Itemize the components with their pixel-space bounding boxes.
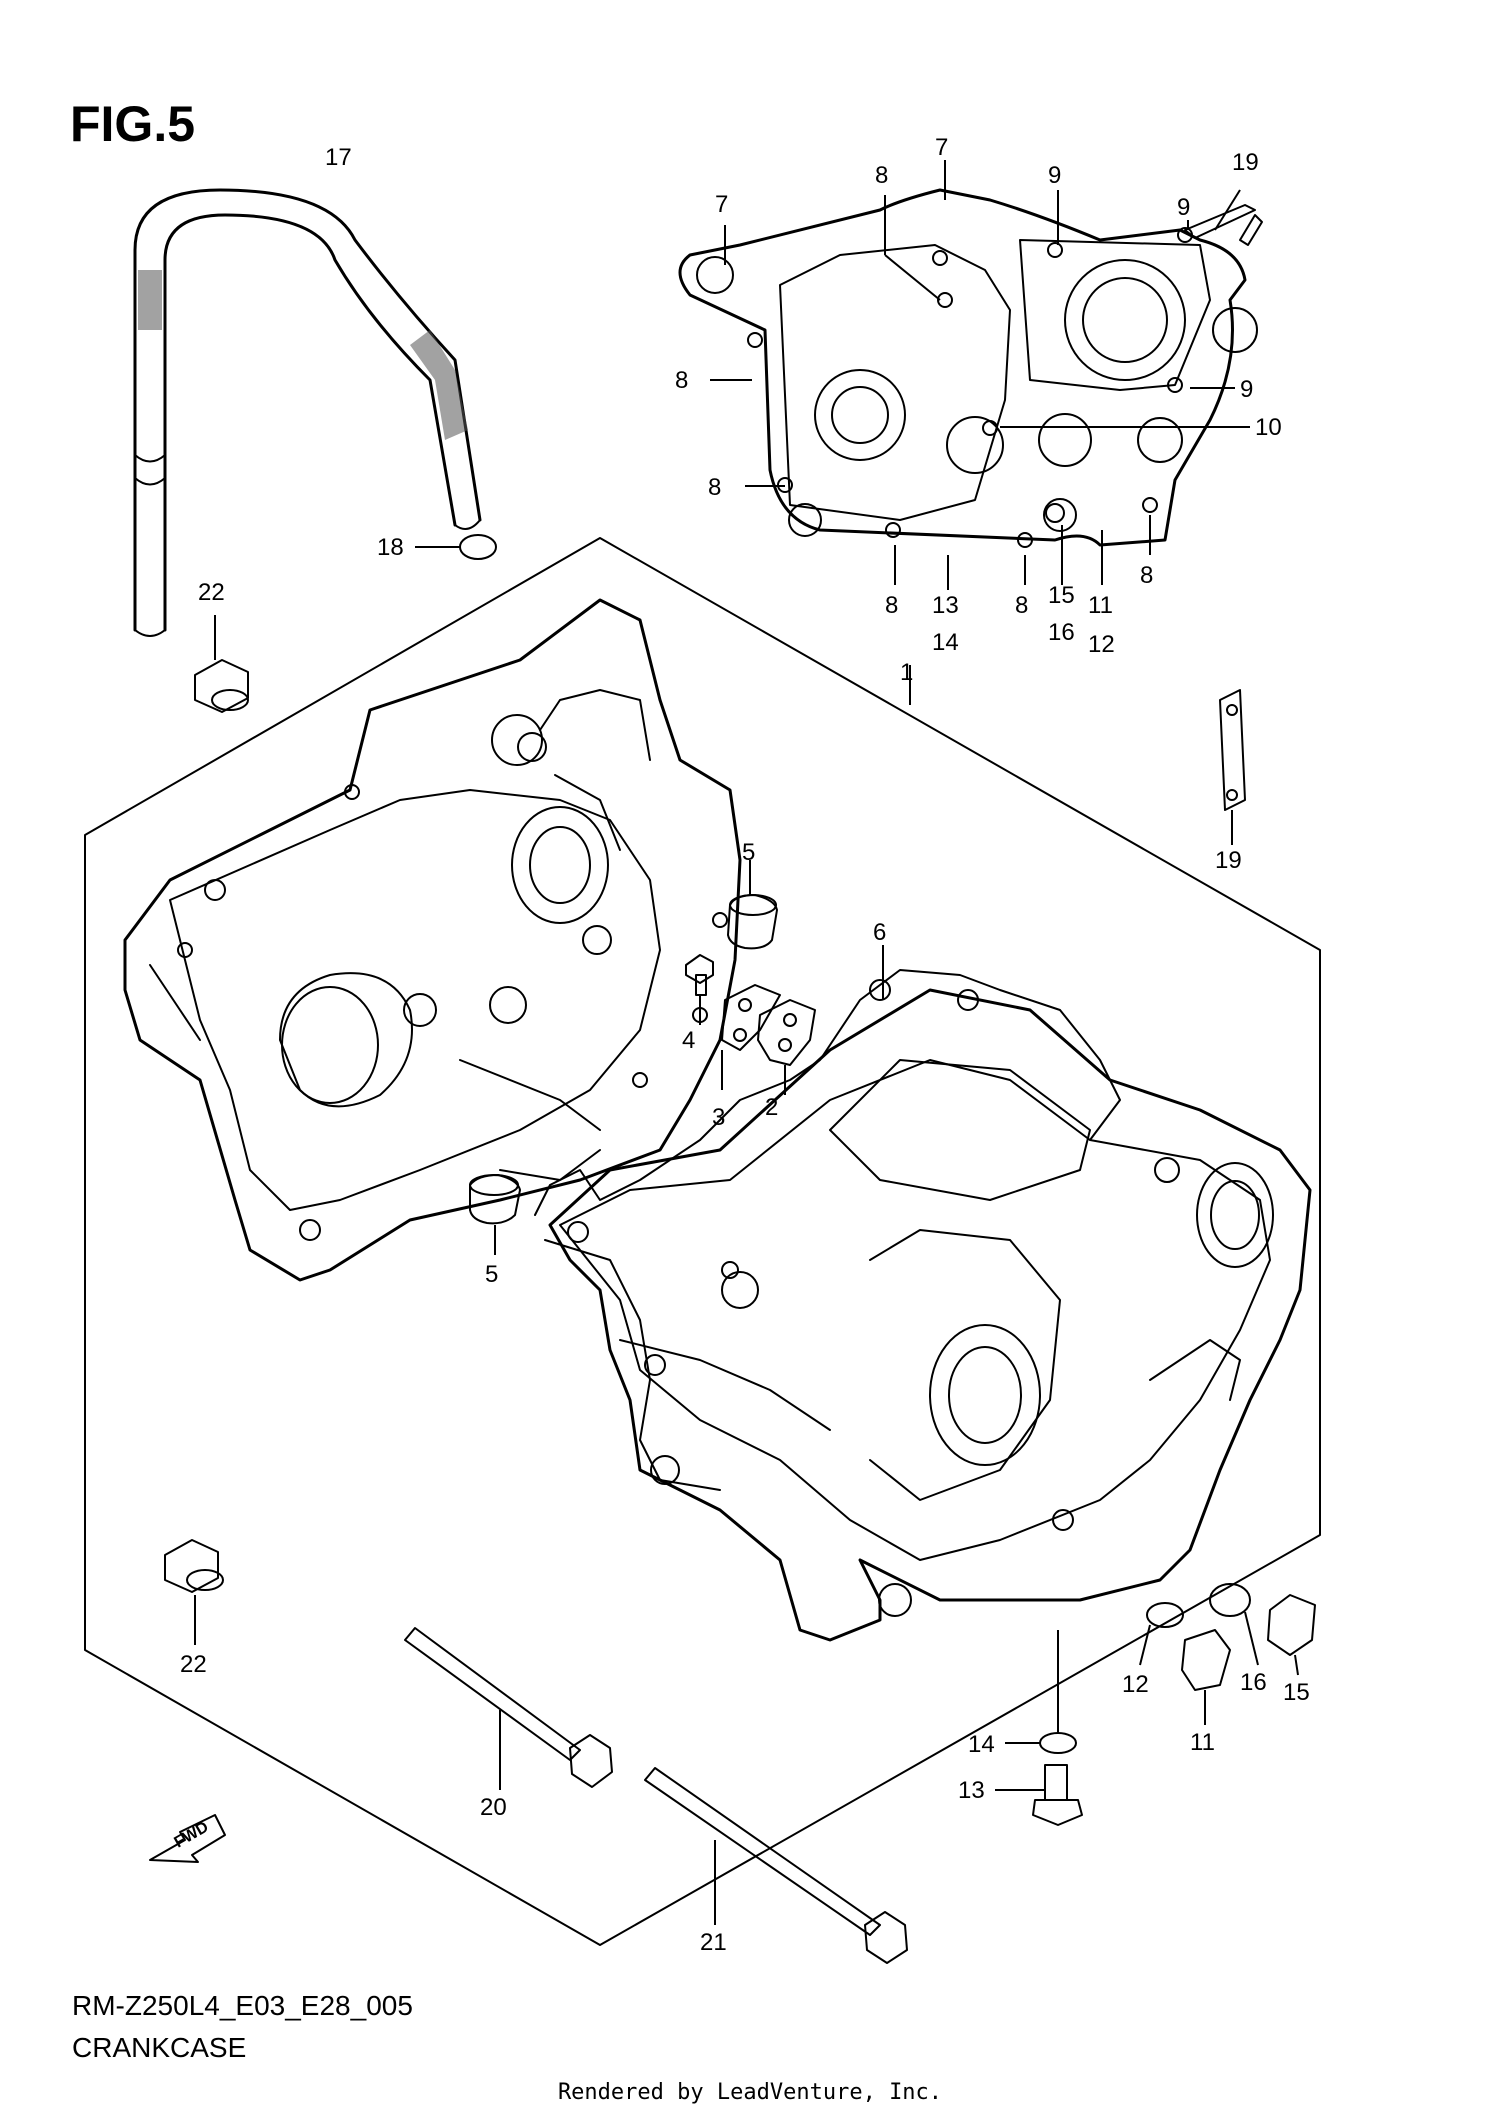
callout-16[interactable]: 16 [1048,619,1075,646]
callout-12[interactable]: 12 [1122,1671,1149,1698]
callout-5[interactable]: 5 [742,839,755,866]
drain-washer-16[interactable] [1209,1583,1259,1666]
callout-9[interactable]: 9 [1177,194,1190,221]
nut-lower[interactable] [164,1539,224,1645]
callout-12[interactable]: 12 [1088,631,1115,658]
callout-13[interactable]: 13 [958,1777,985,1804]
callout-9[interactable]: 9 [1048,162,1061,189]
callout-19[interactable]: 19 [1232,149,1259,176]
plate-bolt[interactable] [685,954,714,1025]
diagram-code: RM-Z250L4_E03_E28_005 [72,1990,413,2021]
callout-14[interactable]: 14 [932,629,959,656]
callout-13[interactable]: 13 [932,592,959,619]
callout-1[interactable]: 1 [900,659,913,686]
callout-labels: 17 7 7 8 9 9 19 8 9 10 8 8 13 14 8 15 16… [180,134,1310,1956]
crankcase-right-half[interactable] [548,988,1312,1642]
crankcase-right-half-inset[interactable] [678,188,1263,548]
render-credit: Rendered by LeadVenture, Inc. [557,2080,943,2105]
callout-20[interactable]: 20 [480,1794,507,1821]
crankcase-assembly-frame [84,537,1321,1946]
callout-22[interactable]: 22 [180,1651,207,1678]
callout-8[interactable]: 8 [1015,592,1028,619]
hose-clamp[interactable] [415,534,497,560]
callout-8[interactable]: 8 [875,162,888,189]
retainer-plate[interactable] [721,984,781,1090]
callout-8[interactable]: 8 [675,367,688,394]
callout-7[interactable]: 7 [715,191,728,218]
callout-8[interactable]: 8 [885,592,898,619]
callout-15[interactable]: 15 [1283,1679,1310,1706]
hose-bracket[interactable] [1219,689,1246,845]
seal-plate[interactable] [757,999,816,1095]
callout-10[interactable]: 10 [1255,414,1282,441]
callout-22[interactable]: 22 [198,579,225,606]
callout-8[interactable]: 8 [1140,562,1153,589]
dowel-pin-lower[interactable] [469,1174,521,1255]
callout-11[interactable]: 11 [1088,592,1113,619]
crankcase-gasket[interactable] [534,945,1121,1491]
callout-7[interactable]: 7 [935,134,948,161]
callout-15[interactable]: 15 [1048,582,1075,609]
drain-plug-11[interactable] [1181,1629,1231,1725]
nut-upper[interactable] [194,615,249,713]
callout-19[interactable]: 19 [1215,847,1242,874]
bolt-13[interactable] [995,1764,1083,1826]
callout-4[interactable]: 4 [682,1027,695,1054]
dowel-pin-upper[interactable] [727,860,778,950]
callout-18[interactable]: 18 [377,534,404,561]
inset-leaders [710,160,1250,590]
callout-17[interactable]: 17 [325,144,352,171]
callout-8[interactable]: 8 [708,474,721,501]
callout-11[interactable]: 11 [1190,1729,1215,1756]
washer-14[interactable] [1005,1630,1077,1754]
callout-16[interactable]: 16 [1240,1669,1267,1696]
figure-title: FIG.5 [70,96,196,152]
drain-plug-15[interactable] [1267,1594,1316,1676]
crankcase-left-half[interactable] [123,598,742,1282]
callout-21[interactable]: 21 [700,1929,727,1956]
diagram-name: CRANKCASE [72,2032,247,2063]
callout-2[interactable]: 2 [765,1094,778,1121]
crankcase-bolt-long-2[interactable] [644,1767,908,1964]
callout-5[interactable]: 5 [485,1261,498,1288]
drain-washer-small[interactable] [1139,1602,1184,1666]
breather-hose[interactable] [133,188,482,637]
callout-3[interactable]: 3 [712,1104,725,1131]
callout-9[interactable]: 9 [1240,376,1253,403]
forward-direction-arrow: FWD [149,1814,226,1863]
crankcase-bolt-long[interactable] [404,1627,613,1790]
callout-14[interactable]: 14 [968,1731,995,1758]
callout-6[interactable]: 6 [873,919,886,946]
